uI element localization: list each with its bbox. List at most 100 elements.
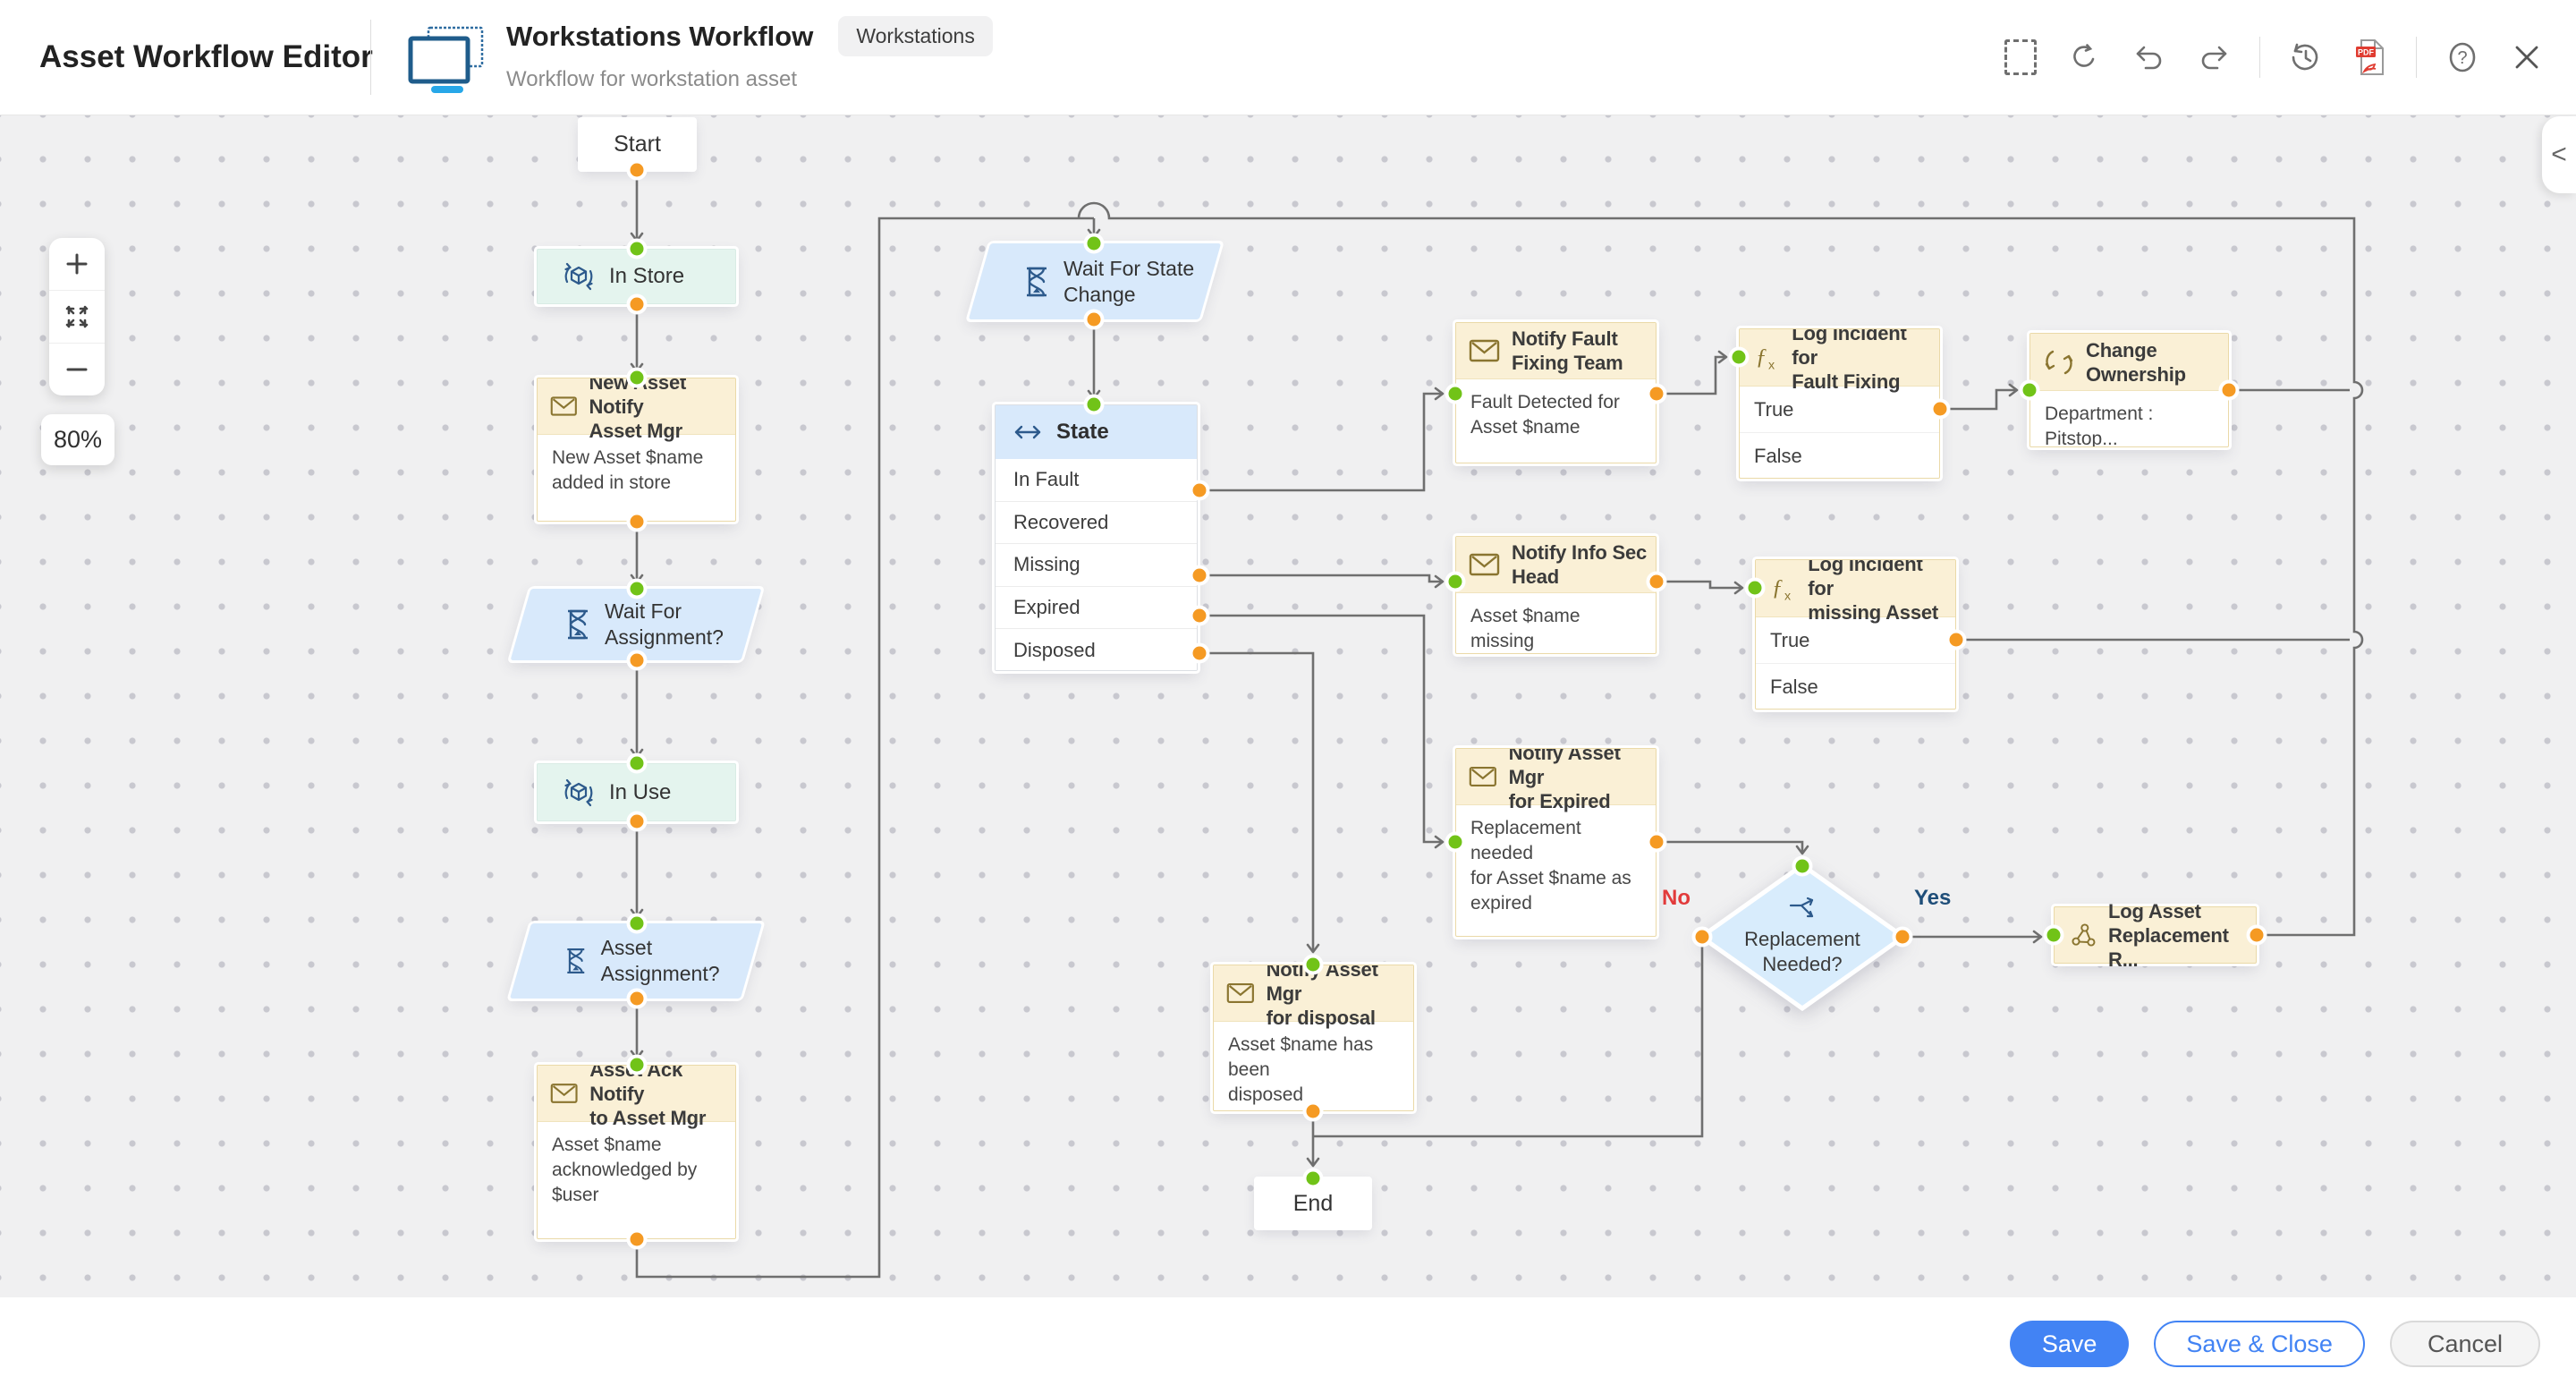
export-pdf-button[interactable]: PDF [2351,38,2389,76]
node-wait-for-state-change[interactable]: Wait For State Change [968,243,1222,319]
marquee-select-button[interactable] [2002,38,2039,76]
node-title: Notify Asset Mgr for disposal [1266,965,1378,1029]
refresh-button[interactable] [2066,38,2104,76]
split-arrow-icon [1789,897,1814,918]
redo-button[interactable] [2195,38,2233,76]
svg-text:x: x [1768,358,1775,372]
node-end[interactable]: End [1256,1178,1370,1228]
marquee-select-icon [2004,39,2037,75]
label-branch-no: No [1662,886,1690,910]
toolbar-divider [2416,37,2417,78]
svg-text:?: ? [2457,48,2467,68]
node-title: State [1056,420,1109,444]
asset-state-icon [564,262,593,291]
node-replacement-needed[interactable]: Replacement Needed? [1697,862,1908,1012]
cancel-button[interactable]: Cancel [2389,1321,2540,1367]
node-title: Notify Asset Mgr for Expired [1508,748,1621,812]
minus-icon [66,368,88,371]
zoom-panel [49,238,105,395]
node-title: Log Asset Replacement R... [2108,899,2229,971]
branch-row[interactable]: False [1770,676,1818,698]
refresh-icon [2073,44,2095,67]
state-row[interactable]: Recovered [996,501,1197,545]
state-row[interactable]: Missing [996,544,1197,587]
node-label: In Use [609,779,672,804]
node-log-asset-replacement[interactable]: Log Asset Replacement R... [2054,900,2257,971]
hourglass-icon [1027,267,1046,296]
state-row[interactable]: In Fault [996,459,1197,502]
help-button[interactable]: ? [2444,38,2481,76]
email-icon [550,396,577,416]
header-divider [370,20,371,95]
node-body: New Asset $name added in store [552,447,704,493]
asset-state-icon [564,778,593,806]
undo-icon [2136,46,2162,70]
fit-screen-icon [65,305,89,328]
node-body: Asset $name acknowledged by $user [552,1135,698,1205]
undo-button[interactable] [2131,38,2168,76]
app-title: Asset Workflow Editor [39,39,373,74]
zoom-in-button[interactable] [49,238,105,291]
email-icon [1469,339,1500,362]
node-label: End [1292,1190,1334,1216]
redo-icon [2201,46,2227,70]
svg-text:ƒ: ƒ [1756,343,1767,369]
history-icon [2292,43,2318,71]
save-and-close-button[interactable]: Save & Close [2154,1321,2365,1367]
node-label: In Store [609,264,685,288]
node-label: Asset Assignment? [600,936,720,985]
email-icon [1469,553,1500,576]
fit-screen-button[interactable] [49,291,105,344]
header: Asset Workflow Editor Workstations Workf… [0,0,2576,115]
hourglass-icon [567,948,585,973]
node-title: New Asset Notify Asset Mgr [589,378,687,442]
branch-row[interactable]: False [1754,445,1802,467]
close-button[interactable] [2508,38,2546,76]
node-title: Log Incident for missing Asset [1808,559,1939,624]
node-title: Change Ownership [2086,338,2186,386]
node-asset-assignment[interactable]: Asset Assignment? [509,923,763,999]
save-button[interactable]: Save [2009,1321,2130,1367]
plus-icon [66,253,88,275]
chevron-left-icon: < [2551,140,2567,169]
panel-collapse-tab[interactable]: < [2542,116,2576,193]
hourglass-icon [568,609,588,640]
zoom-out-button[interactable] [49,344,105,395]
node-title: Log Incident for Fault Fixing [1792,328,1907,393]
node-body: Asset $name missing [1470,606,1580,651]
state-row[interactable]: Disposed [996,629,1197,670]
svg-text:x: x [1784,589,1791,603]
switch-icon [1014,425,1041,439]
zoom-level[interactable]: 80% [41,414,114,465]
node-in-store[interactable]: In Store [537,249,736,304]
svg-text:ƒ: ƒ [1772,574,1784,599]
node-in-use[interactable]: In Use [537,763,736,821]
node-body: Asset $name has been disposed successful… [1228,1034,1374,1110]
node-wait-for-assignment[interactable]: Wait For Assignment? [510,589,762,660]
email-icon [550,1084,578,1103]
node-body: Fault Detected for Asset $name [1470,392,1620,438]
help-icon: ? [2449,42,2476,72]
history-button[interactable] [2287,38,2325,76]
log-asset-icon [2072,923,2096,947]
workflow-type-badge: Workstations [838,16,993,56]
state-row[interactable]: Expired [996,586,1197,630]
export-pdf-icon: PDF [2356,39,2384,75]
workflow-title: Workstations Workflow [506,20,814,52]
node-start[interactable]: Start [580,119,695,170]
close-icon [2515,46,2538,69]
node-label: Wait For State Change [1063,256,1195,306]
footer: Save Save & Close Cancel [0,1297,2576,1394]
